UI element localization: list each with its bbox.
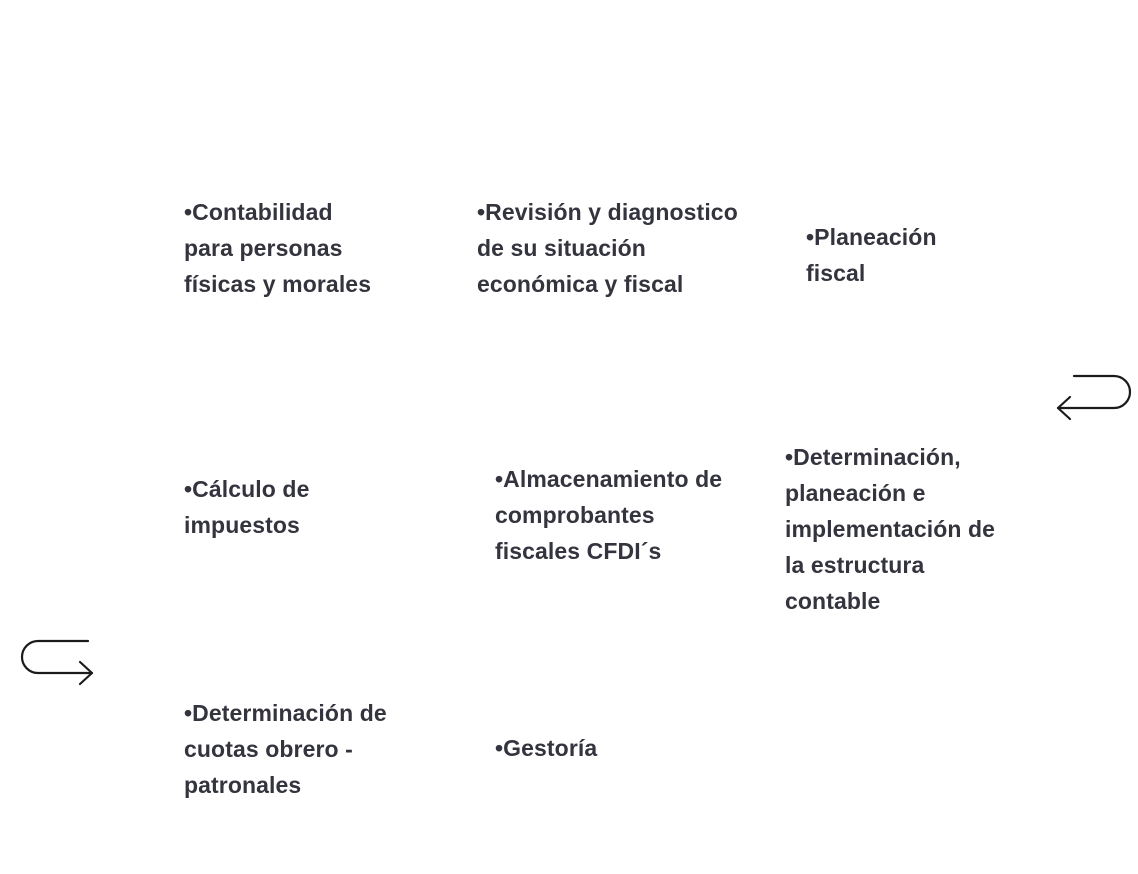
service-cuotas-obrero-patronales: •Determinación de cuotas obrero - patron… (184, 700, 387, 798)
service-contabilidad: •Contabilidad para personas físicas y mo… (184, 199, 372, 297)
service-estructura-contable: •Determinación, planeación e implementac… (785, 444, 996, 614)
service-almacenamiento-cfdi: •Almacenamiento de comprobantes fiscales… (495, 466, 723, 564)
service-planeacion-fiscal: •Planeación fiscal (806, 224, 937, 286)
service-calculo-impuestos: •Cálculo de impuestos (184, 476, 310, 538)
service-gestoria: •Gestoría (495, 735, 598, 761)
u-turn-right-arrow-icon (20, 639, 94, 686)
u-turn-left-arrow-icon (1056, 374, 1132, 421)
service-revision-diagnostico: •Revisión y diagnostico de su situación … (477, 199, 738, 297)
